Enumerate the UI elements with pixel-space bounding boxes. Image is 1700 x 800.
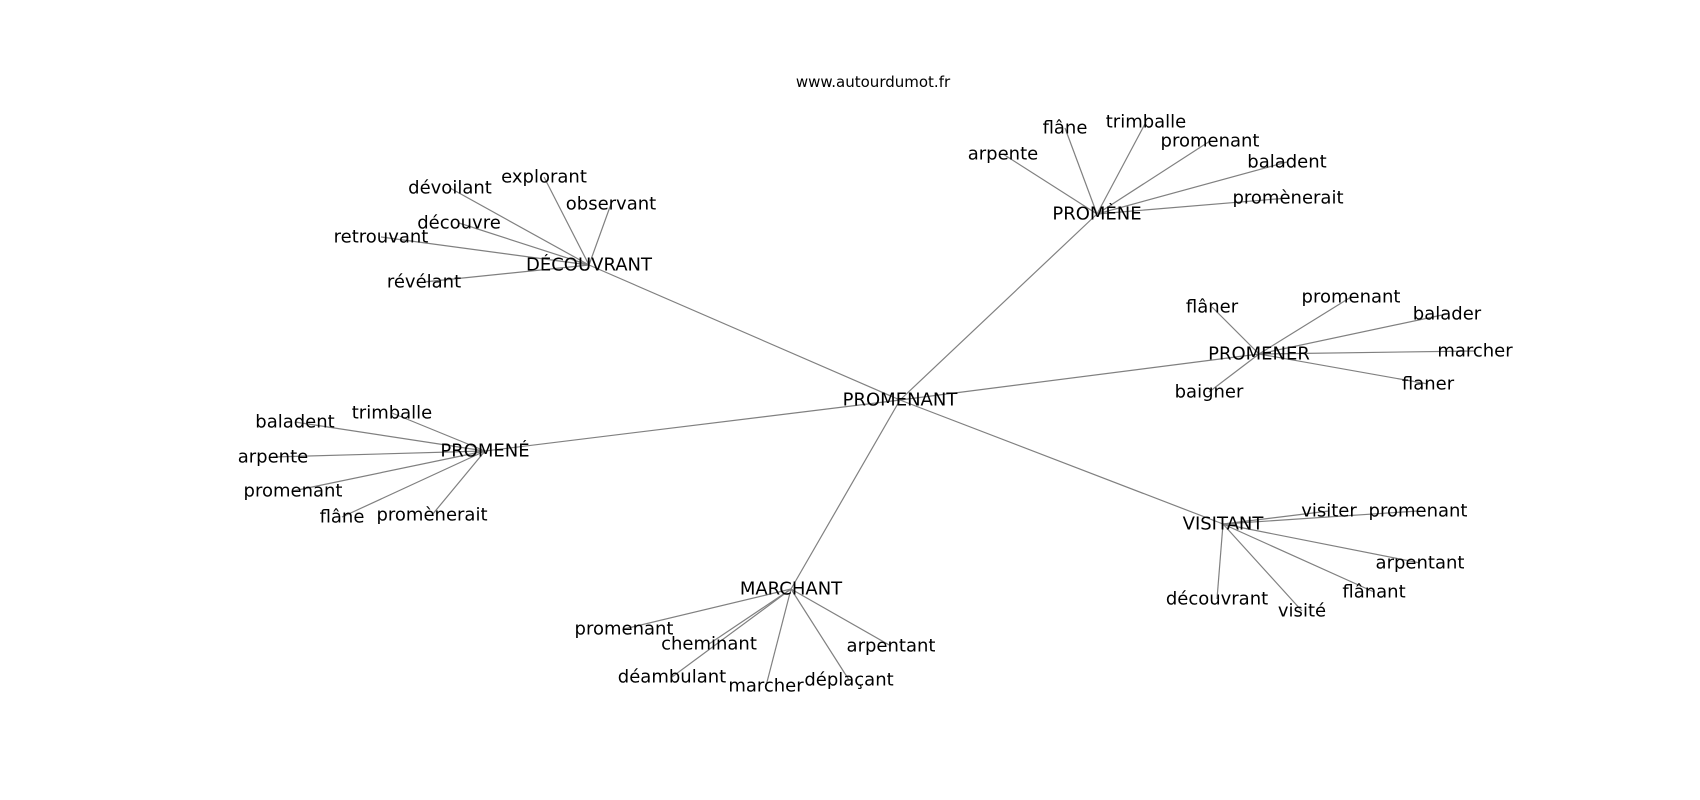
edge-hub-to-leaf [765,588,792,687]
leaf-node: promenant [1302,287,1401,308]
edge-hub-to-leaf [1222,523,1303,612]
leaf-node: flaner [1402,374,1455,395]
leaf-node: arpente [238,447,308,468]
leaf-node: dévoilant [408,178,492,199]
leaf-node: retrouvant [334,227,429,248]
hub-node: PROMENER [1208,344,1310,365]
leaf-node: déplaçant [804,670,893,691]
edge-hub-to-leaf [708,588,792,645]
leaf-node: explorant [501,167,587,188]
edge-hub-to-leaf [294,421,486,452]
center-node: PROMENANT [843,390,959,411]
leaf-node: découvre [417,213,501,234]
edge-hub-to-leaf [1222,523,1421,564]
edge-hub-to-leaf [1222,510,1330,525]
leaf-node: balader [1413,304,1482,325]
edge-hub-to-leaf [671,588,792,678]
edges-layer [272,121,1476,687]
edge-hub-to-leaf [1222,510,1419,525]
leaf-node: arpentant [1376,553,1465,574]
hub-node: PROMÈNE [1052,203,1141,225]
leaf-node: révélant [387,272,461,293]
leaf-node: baladent [1247,152,1326,173]
leaf-node: flâne [1043,118,1088,139]
leaf-node: marcher [728,676,804,697]
edge-hub-to-leaf [1258,296,1352,355]
leaf-node: visiter [1301,501,1357,522]
edge-hub-to-leaf [1096,121,1147,215]
leaf-node: flânant [1342,582,1405,603]
leaf-node: promenant [575,619,674,640]
edge-hub-to-leaf [1002,153,1098,215]
edge-hub-to-leaf [1096,161,1288,215]
edge-hub-to-leaf [423,264,590,283]
source-label: www.autourdumot.fr [796,73,951,91]
labels-layer: PROMENANT DÉCOUVRANT dévoilant explorant obs… [238,112,1514,697]
hub-node: PROMENÉ [440,440,529,462]
edge-hub-to-leaf [1216,523,1224,600]
edge-center-to-hub [790,399,901,590]
leaf-node: trimballe [1106,112,1187,133]
edge-hub-to-leaf [1208,353,1260,393]
edge-hub-to-leaf [380,236,590,266]
edge-center-to-hub [899,353,1260,401]
edge-center-to-hub [484,399,901,452]
edge-hub-to-leaf [272,450,486,458]
leaf-node: baladent [255,412,334,433]
leaf-node: trimballe [352,403,433,424]
leaf-node: découvrant [1166,589,1268,610]
leaf-node: marcher [1437,341,1513,362]
edge-hub-to-leaf [1258,350,1476,355]
leaf-node: promènerait [1232,188,1343,209]
leaf-node: arpentant [847,636,936,657]
leaf-node: promènerait [376,505,487,526]
edge-hub-to-leaf [1211,306,1260,355]
hub-node: VISITANT [1183,514,1265,535]
leaf-node: promenant [244,481,343,502]
edge-hub-to-leaf [1096,197,1289,215]
edge-hub-to-leaf [341,450,486,518]
edge-hub-to-leaf [449,187,590,266]
edge-hub-to-leaf [431,450,486,516]
edge-hub-to-leaf [543,176,590,266]
edge-hub-to-leaf [1258,353,1429,385]
edge-center-to-hub [899,213,1098,401]
edge-center-to-hub [588,264,901,401]
edge-hub-to-leaf [1064,127,1098,215]
edge-hub-to-leaf [1096,140,1211,215]
edge-hub-to-leaf [391,412,486,452]
leaf-node: promenant [1161,131,1260,152]
edge-hub-to-leaf [623,588,792,630]
edge-hub-to-leaf [1258,313,1448,355]
leaf-node: déambulant [618,667,726,688]
hub-node: DÉCOUVRANT [526,254,653,276]
edge-center-to-hub [899,399,1224,525]
leaf-node: flâner [1186,297,1239,318]
edge-hub-to-leaf [790,588,892,647]
leaf-node: visité [1278,601,1326,622]
leaf-node: cheminant [661,634,757,655]
leaf-node: flâne [320,507,365,528]
edge-hub-to-leaf [790,588,850,681]
leaf-node: arpente [968,144,1038,165]
leaf-node: observant [566,194,656,215]
leaf-node: baigner [1175,382,1244,403]
edge-hub-to-leaf [588,203,612,266]
edge-hub-to-leaf [292,450,486,492]
hub-node: MARCHANT [740,579,843,600]
leaf-node: promenant [1369,501,1468,522]
edge-hub-to-leaf [458,222,590,266]
edge-hub-to-leaf [1222,523,1375,593]
